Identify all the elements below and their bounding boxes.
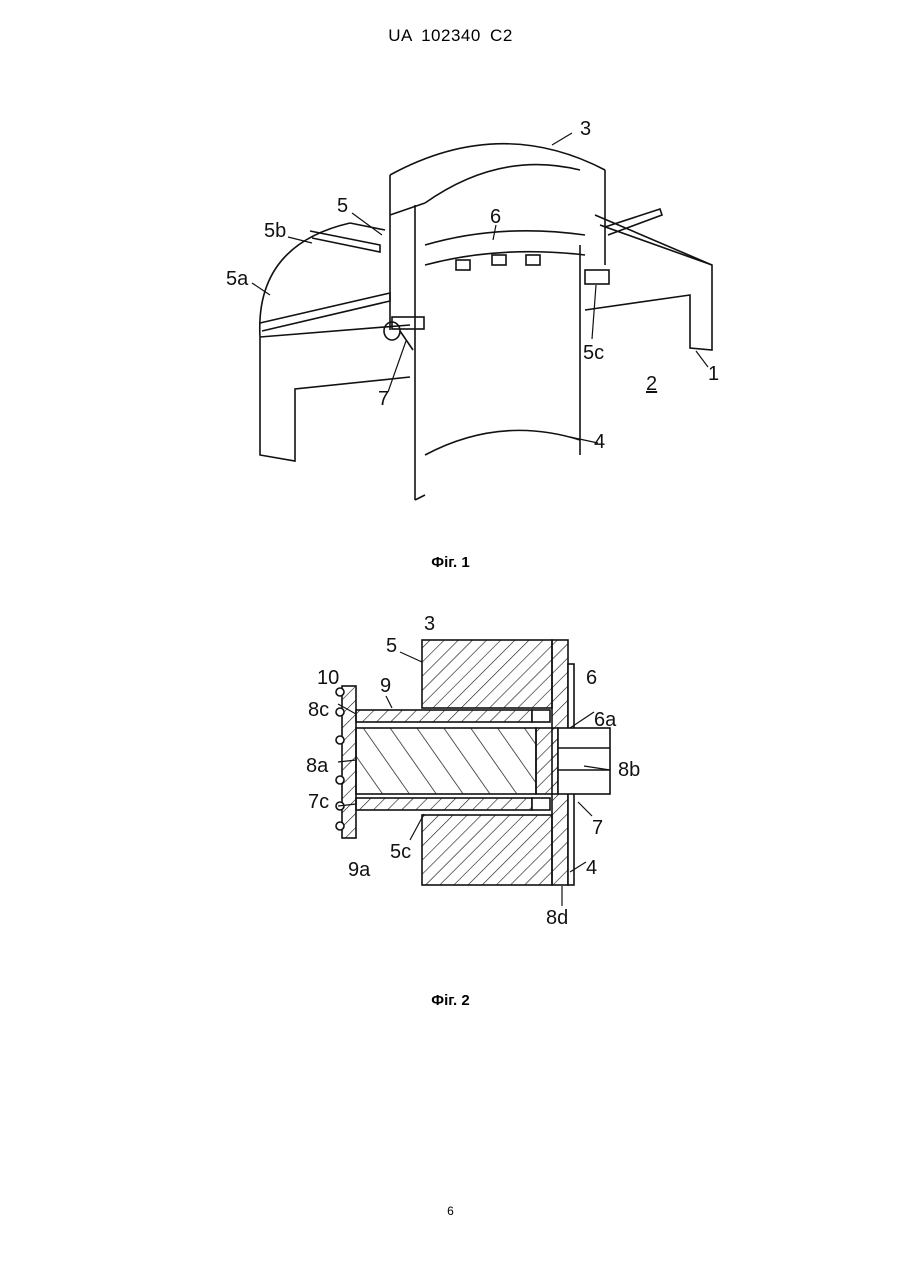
fig2-label-8c: 8c [308,699,329,721]
fig2-label-4: 4 [586,857,597,879]
fig1-label-3: 3 [580,118,591,140]
fig2-label-8a: 8a [306,755,329,777]
figure-2-drawing: 3 5 6 10 9 8c 6a 8a 8b 7c 7 5c 9a 4 8d [300,600,640,930]
figure-1-caption: Фіг. 1 [0,554,901,571]
fig2-label-3: 3 [424,613,435,635]
fig2-label-10: 10 [317,667,339,689]
figure-2-caption: Фіг. 2 [0,992,901,1009]
fig1-label-5a: 5a [226,268,249,290]
fig1-label-4: 4 [594,431,605,453]
fig2-label-7: 7 [592,817,603,839]
fig1-label-6: 6 [490,206,501,228]
figure-1-drawing: 3 5 5b 5a 6 5c 7 2 1 4 [200,105,740,515]
fig2-label-7c: 7c [308,791,329,813]
fig2-label-6a: 6a [594,709,617,731]
fig2-label-9a: 9a [348,859,371,881]
fig2-label-8b: 8b [618,759,640,781]
fig1-label-7: 7 [378,388,389,410]
fig2-label-5c: 5c [390,841,411,863]
page-number: 6 [0,1204,901,1218]
fig1-label-5b: 5b [264,220,286,242]
fig1-label-1: 1 [708,363,719,385]
fig2-label-6: 6 [586,667,597,689]
document-header: UA 102340 C2 [0,26,901,46]
fig1-label-2: 2 [646,373,657,395]
fig2-label-5: 5 [386,635,397,657]
fig2-label-9: 9 [380,675,391,697]
fig1-label-5c: 5c [583,342,604,364]
fig1-label-5: 5 [337,195,348,217]
fig2-label-8d: 8d [546,907,568,929]
